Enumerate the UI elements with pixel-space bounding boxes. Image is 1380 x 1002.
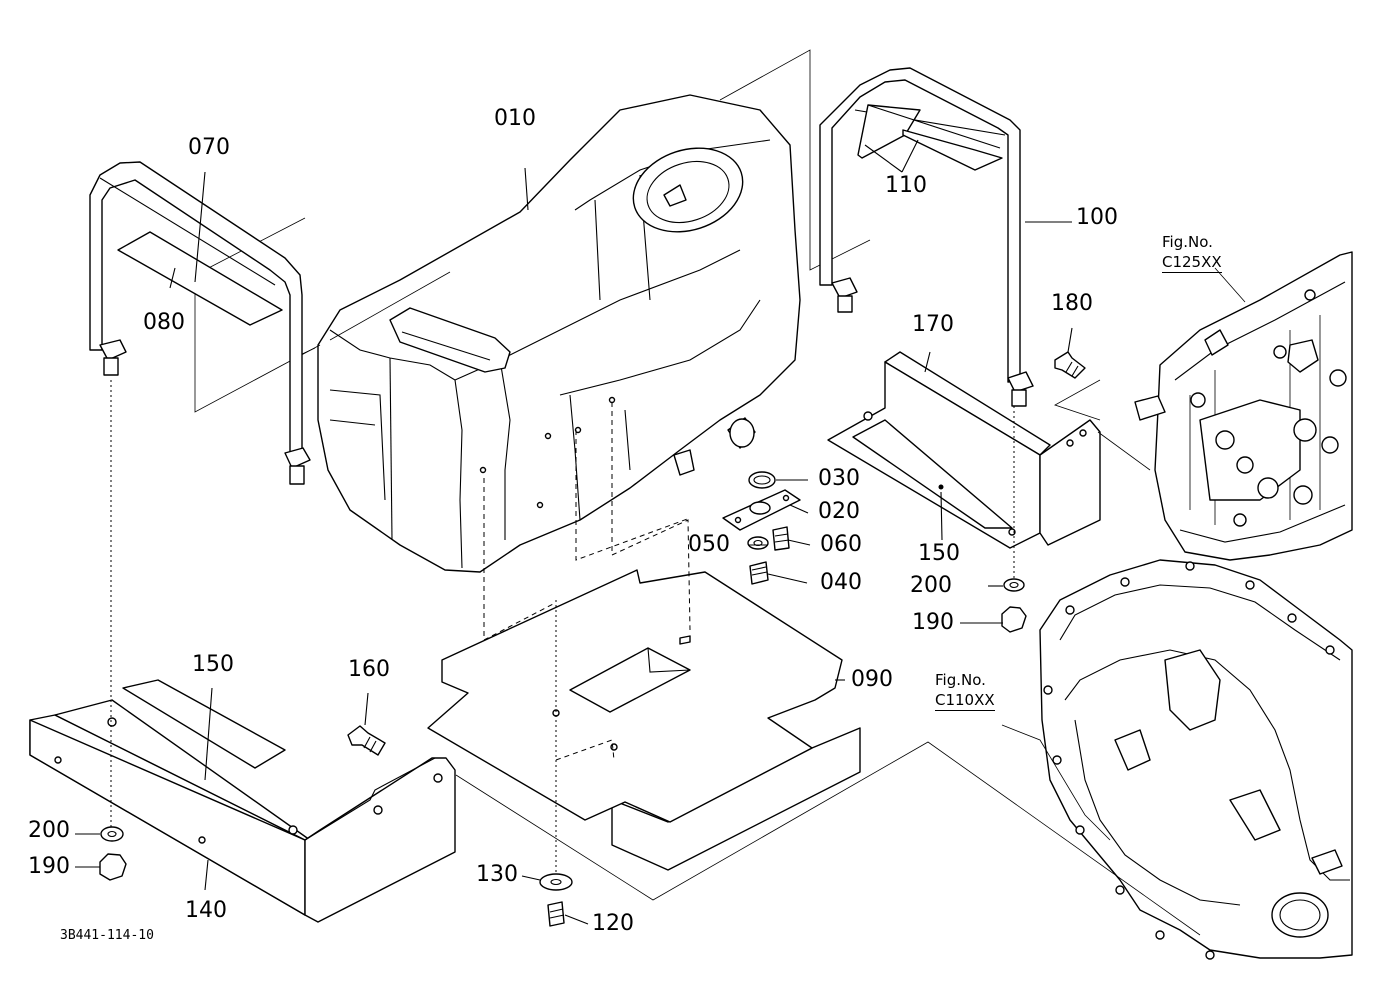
bolt-040 [749, 561, 769, 585]
figref-c110[interactable]: Fig.No. C110XX [935, 670, 995, 711]
label-170: 170 [912, 312, 954, 337]
transmission-case-c125 [1134, 251, 1353, 561]
washer-050 [747, 536, 769, 550]
tank-bracket-140 [29, 679, 456, 923]
bolt-180 [1054, 351, 1086, 379]
bolt-120 [547, 901, 565, 927]
document-number: 3B441-114-10 [60, 928, 154, 943]
label-120: 120 [592, 911, 634, 936]
washer-130 [539, 873, 573, 891]
label-100: 100 [1076, 205, 1118, 230]
label-140: 140 [185, 898, 227, 923]
washer-200-right [1003, 578, 1025, 592]
label-090: 090 [851, 667, 893, 692]
label-190-left: 190 [28, 854, 70, 879]
label-040: 040 [820, 570, 862, 595]
label-050: 050 [688, 532, 730, 557]
bolt-160 [347, 725, 386, 756]
nut-190-right [1001, 606, 1027, 633]
label-150-right: 150 [918, 541, 960, 566]
label-110: 110 [885, 173, 927, 198]
label-070: 070 [188, 135, 230, 160]
label-190-right: 190 [912, 610, 954, 635]
label-060: 060 [820, 532, 862, 557]
figref-c125[interactable]: Fig.No. C125XX [1162, 232, 1222, 273]
nut-190-left [99, 853, 127, 881]
figref-c110-line1: Fig.No. [935, 671, 986, 689]
label-150-left: 150 [192, 652, 234, 677]
o-ring-030 [748, 471, 776, 489]
figref-c110-line2: C110XX [935, 691, 995, 711]
bolt-060 [772, 526, 790, 551]
figref-c125-line1: Fig.No. [1162, 233, 1213, 251]
figref-c125-line2: C125XX [1162, 253, 1222, 273]
fuel-tank-010 [317, 94, 801, 573]
label-030: 030 [818, 466, 860, 491]
label-180: 180 [1051, 291, 1093, 316]
tank-strap-100 [819, 67, 1034, 407]
washer-200-left [100, 826, 124, 842]
label-020: 020 [818, 499, 860, 524]
label-080: 080 [143, 310, 185, 335]
label-130: 130 [476, 862, 518, 887]
tank-bracket-170 [827, 351, 1101, 549]
clutch-housing-c110 [1039, 559, 1353, 960]
tank-strap-070 [89, 161, 311, 485]
label-200-left: 200 [28, 818, 70, 843]
label-200-right: 200 [910, 573, 952, 598]
mounting-plate-090 [427, 569, 861, 871]
flange-plate-020 [722, 489, 801, 531]
label-010: 010 [494, 106, 536, 131]
label-160: 160 [348, 657, 390, 682]
